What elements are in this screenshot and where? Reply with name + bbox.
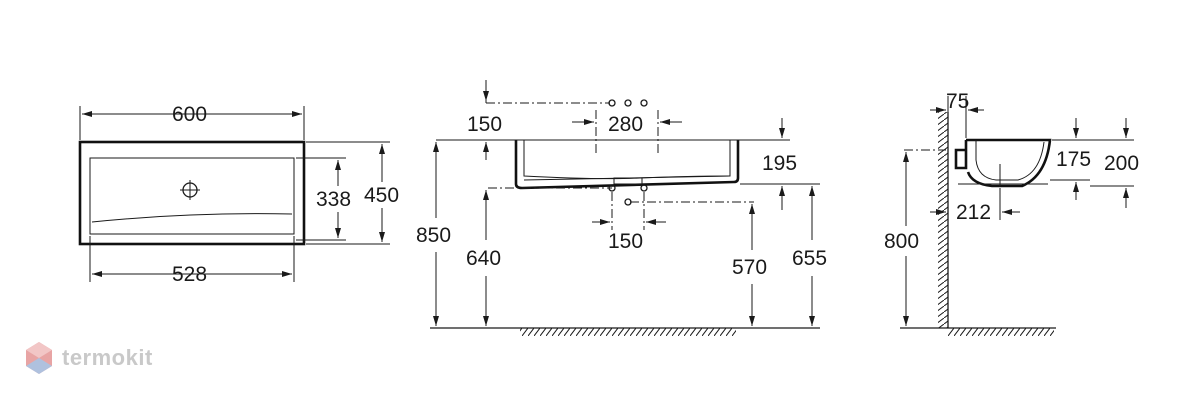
brand-name: termokit — [62, 345, 153, 370]
dim-150-top: 150 — [467, 113, 502, 160]
dim-200: 200 — [1090, 118, 1139, 208]
dim-850: 850 — [416, 142, 451, 326]
dim-528: 528 — [89, 236, 295, 286]
front-view: 150 280 195 — [416, 80, 827, 336]
dim-338: 338 — [296, 157, 351, 241]
dim-200-label: 200 — [1104, 152, 1139, 175]
drain-holes-lower — [608, 184, 648, 206]
top-view: 600 528 338 450 — [78, 103, 399, 286]
dim-570-label: 570 — [732, 256, 767, 279]
dim-212-label: 212 — [956, 201, 991, 224]
dim-528-label: 528 — [172, 263, 207, 286]
dim-800-label: 800 — [884, 230, 919, 253]
brand-logo[interactable]: termokit — [24, 340, 153, 376]
floor-hatch-side — [948, 328, 1054, 336]
dim-150-spacing: 150 — [592, 192, 666, 253]
dim-338-label: 338 — [316, 188, 351, 211]
dim-640-label: 640 — [466, 247, 501, 270]
tap-holes-top — [608, 99, 648, 107]
dim-212: 212 — [930, 188, 1020, 224]
dim-450-label: 450 — [364, 184, 399, 207]
basin-outer-outline — [78, 140, 306, 246]
dim-640: 640 — [466, 190, 501, 326]
wall-hatch — [938, 112, 948, 328]
drain-icon — [180, 180, 200, 200]
dim-570: 570 — [732, 204, 767, 326]
basin-side-profile — [954, 138, 1052, 188]
dim-800: 800 — [884, 149, 946, 326]
dim-850-label: 850 — [416, 224, 451, 247]
side-view: 75 175 200 212 — [884, 90, 1139, 336]
dim-600: 600 — [79, 103, 305, 140]
basin-inner-outline — [89, 157, 295, 235]
dim-150-top-label: 150 — [467, 113, 502, 136]
dim-175: 175 — [1050, 118, 1091, 200]
hexagon-logo-icon — [26, 342, 52, 374]
dim-75: 75 — [930, 90, 984, 138]
dim-150-spacing-label: 150 — [608, 230, 643, 253]
dim-175-label: 175 — [1056, 148, 1091, 171]
dim-655: 655 — [792, 186, 827, 326]
dim-450: 450 — [306, 141, 399, 245]
dim-280-label: 280 — [608, 113, 643, 136]
dim-600-label: 600 — [172, 103, 207, 126]
floor-hatch-front — [520, 328, 736, 336]
dim-195: 195 — [740, 118, 820, 210]
dim-655-label: 655 — [792, 247, 827, 270]
basin-bowl-curve — [91, 213, 293, 223]
dim-195-label: 195 — [762, 152, 797, 175]
dim-280: 280 — [572, 110, 682, 156]
dim-75-label: 75 — [946, 90, 969, 113]
basin-front-profile — [514, 140, 740, 190]
